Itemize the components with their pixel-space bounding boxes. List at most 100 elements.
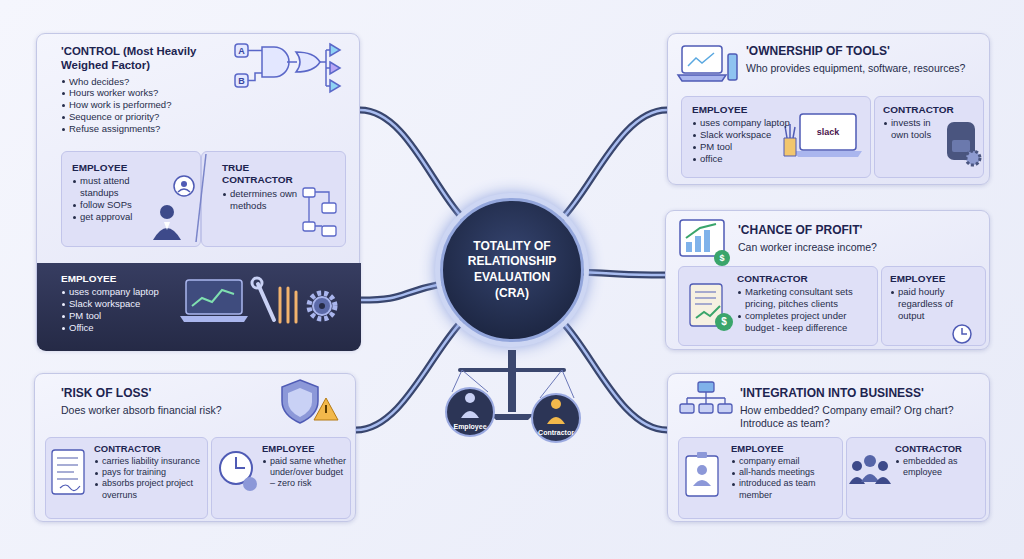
text-group: 'CONTROL (Most Heavily Weighed Factor)Wh… (61, 44, 226, 135)
text-group: 'CHANCE OF PROFIT'Can worker increase in… (738, 223, 978, 254)
bullet-item: office (692, 153, 794, 165)
tube-inner (360, 110, 462, 218)
bullet-item: Refuse assignments? (61, 123, 226, 135)
text-group: 'RISK OF LOSS' Does worker absorb financi… (61, 386, 291, 417)
text-group: CONTRACTORMarketing consultant sets pric… (737, 273, 873, 334)
comparison-box: EMPLOYEEmust attend standupsfollow SOPsg… (61, 151, 201, 247)
box-heading: CONTRACTOR (883, 104, 949, 116)
connector-tube (562, 322, 667, 430)
tube-outer (562, 110, 667, 218)
bullet-item: invests in own tools (883, 117, 949, 141)
bullet-item: Marketing consultant sets pricing, pitch… (737, 286, 873, 310)
bullet-item: completes project under budget - keep di… (737, 310, 873, 334)
box-heading: CONTRACTOR (94, 443, 206, 455)
tube-outer (361, 284, 441, 300)
bullet-item: PM tool (61, 310, 201, 322)
tube-inner (356, 322, 462, 430)
balance-scale (446, 350, 580, 442)
box-heading: CONTRACTOR (895, 443, 983, 455)
comparison-box: EMPLOYEEuses company laptopSlack workspa… (681, 96, 871, 178)
comparison-box: CONTRACTORMarketing consultant sets pric… (678, 266, 878, 346)
guiding-question: Does worker absorb financial risk? (61, 404, 291, 417)
icon-label: $ (719, 254, 724, 263)
panel-title: 'CHANCE OF PROFIT' (738, 223, 978, 238)
icon-label: Employee (453, 423, 486, 430)
factor-panel: 'OWNERSHIP OF TOOLS' Who provides equipme… (667, 33, 990, 185)
team-people-icon (849, 455, 891, 484)
flowchart-icon (303, 188, 336, 236)
box-heading: EMPLOYEE (890, 273, 980, 285)
equipment-icon (678, 46, 737, 81)
panel-title: 'OWNERSHIP OF TOOLS' (746, 44, 976, 59)
text-group: EMPLOYEEuses company laptopSlack workspa… (61, 273, 201, 334)
bullet-item: Hours worker works? (61, 87, 226, 99)
logic-gates-icon (235, 44, 340, 92)
box-heading: EMPLOYEE (72, 162, 156, 174)
connector-tube (356, 322, 462, 430)
text-group: EMPLOYEEuses company laptopSlack workspa… (692, 104, 794, 165)
tube-outer (584, 272, 665, 275)
bullet-item: Office (61, 322, 201, 334)
bullet-item: embedded as employee (895, 456, 983, 479)
comparison-box: EMPLOYEEpaid hourly regardless of output (881, 266, 986, 346)
text-group: EMPLOYEEmust attend standupsfollow SOPsg… (72, 162, 156, 223)
icon-label: B (238, 76, 245, 85)
bullet-item: Sequence or priority? (61, 111, 226, 123)
icon-label: slack (817, 128, 840, 137)
growth-chart-icon (680, 220, 730, 266)
contract-scroll-icon (690, 284, 733, 331)
guiding-question: Who provides equipment, software, resour… (746, 62, 976, 75)
id-badge-icon (686, 452, 718, 496)
comparison-box: CONTRACTORembedded as employee (846, 437, 986, 519)
box-heading: EMPLOYEE (262, 443, 348, 455)
budget-clock-icon (220, 452, 257, 491)
bullet-item: PM tool (692, 141, 794, 153)
panel-title: 'CONTROL (Most Heavily Weighed Factor) (61, 44, 226, 73)
guiding-question: How embedded? Company email? Org chart? … (740, 404, 980, 430)
bullet-item: carries liability insurance (94, 456, 206, 467)
tube-inner (562, 110, 667, 218)
bullet-item: uses company laptop (692, 117, 794, 129)
tube-outer (356, 322, 462, 430)
box-heading: EMPLOYEE (61, 273, 201, 285)
hub-circle: TOTALITY OF RELATIONSHIP EVALUATION (CRA… (440, 198, 584, 342)
bullet-item: uses company laptop (61, 286, 201, 298)
tube-inner (584, 272, 665, 275)
bullet-item: paid hourly regardless of output (890, 286, 980, 322)
icon-label: A (238, 46, 245, 55)
comparison-box: TRUE CONTRACTORdetermines own methods (201, 151, 346, 247)
factor-panel: 'INTEGRATION INTO BUSINESS' How embedded?… (667, 373, 990, 522)
comparison-box: EMPLOYEEcompany emailall-hands meetingsi… (678, 437, 843, 519)
connector-tube (562, 110, 667, 218)
bullet-item: introduced as team member (731, 478, 839, 501)
panel-title: 'INTEGRATION INTO BUSINESS' (740, 386, 980, 401)
text-group: 'OWNERSHIP OF TOOLS' Who provides equipme… (746, 44, 976, 75)
bullet-item: pays for training (94, 467, 206, 478)
bullet-item: must attend standups (72, 175, 156, 199)
factor-panel: 'RISK OF LOSS' Does worker absorb financi… (34, 373, 356, 522)
box-heading: TRUE CONTRACTOR (222, 162, 300, 187)
bullet-item: get approval (72, 211, 156, 223)
text-group: TRUE CONTRACTORdetermines own methods (222, 162, 300, 212)
comparison-box: CONTRACTORcarries liability insurancepay… (45, 437, 208, 519)
backpack-icon (947, 122, 980, 165)
bullet-item: determines own methods (222, 188, 300, 212)
text-group: TOTALITY OF RELATIONSHIP EVALUATION (CRA… (456, 239, 568, 301)
text-group: EMPLOYEEpaid hourly regardless of output (890, 273, 980, 322)
panel-title: 'RISK OF LOSS' (61, 386, 291, 401)
laptop-tools-gear-icon (180, 278, 335, 322)
text-group: CONTRACTORembedded as employee (895, 443, 983, 478)
example-box: EMPLOYEEuses company laptopSlack workspa… (37, 263, 361, 351)
comparison-box: EMPLOYEEpaid same whether under/over bud… (211, 437, 351, 519)
factor-panel: 'CHANCE OF PROFIT'Can worker increase in… (665, 210, 990, 350)
text-group: EMPLOYEEpaid same whether under/over bud… (262, 443, 348, 490)
clock-icon (953, 325, 971, 343)
factor-panel: 'CONTROL (Most Heavily Weighed Factor)Wh… (36, 33, 360, 350)
bullet-item: company email (731, 456, 839, 467)
bullet-item: all-hands meetings (731, 467, 839, 478)
bullet-item: follow SOPs (72, 199, 156, 211)
org-chart-icon (680, 382, 732, 413)
text-group: CONTRACTORcarries liability insurancepay… (94, 443, 206, 501)
box-heading: EMPLOYEE (692, 104, 794, 116)
